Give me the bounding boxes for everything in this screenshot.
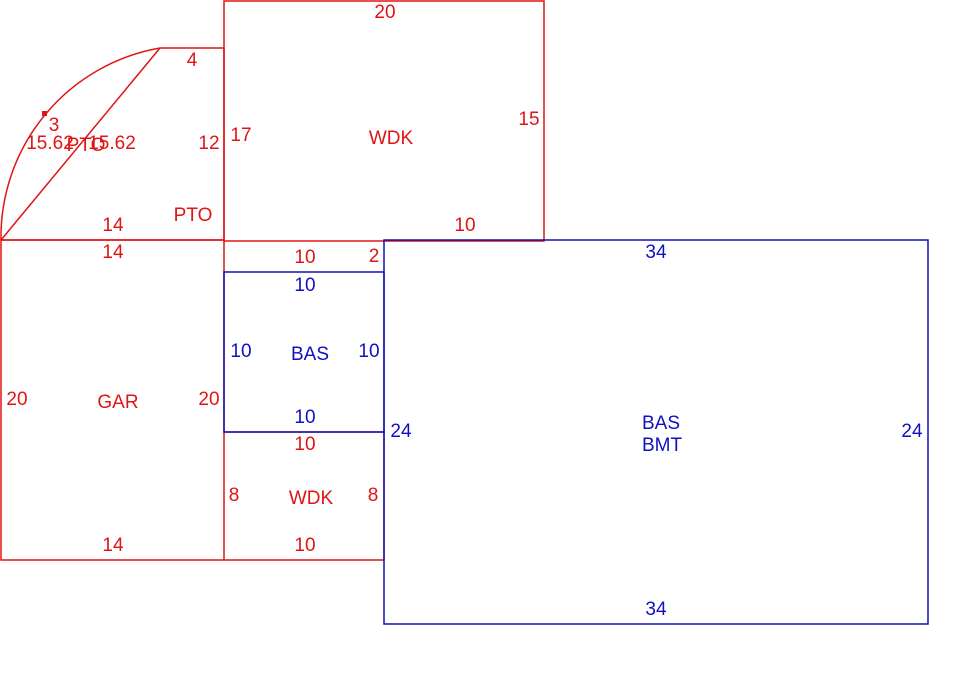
pto-arc-chord: [0, 47, 161, 241]
red-dimension-labels: 20 15 17 10 2 4 12 14 3 15.62 15.62 14 2…: [6, 2, 539, 556]
dim-gar-left: 20: [6, 389, 27, 410]
dim-wdk-bottom-left: 8: [229, 485, 240, 506]
dim-arc-b: 15.62: [26, 133, 74, 154]
dim-wdk-bottom-bottom: 10: [294, 535, 315, 556]
dim-wdk-top-right: 15: [518, 109, 539, 130]
bas-large-outline: [383, 239, 929, 625]
area-label-gar: GAR: [97, 392, 138, 413]
dim-bas-small-right: 10: [358, 341, 379, 362]
red-outlines: [0, 0, 545, 561]
dim-wdk-top-step: 2: [369, 246, 380, 267]
area-label-wdk-top: WDK: [369, 128, 414, 149]
arc-marker: [42, 111, 47, 116]
area-label-wdk-bottom: WDK: [289, 488, 334, 509]
dim-bas-large-left: 24: [390, 421, 412, 442]
dim-pto-bottom: 14: [102, 215, 124, 236]
dim-gar-top: 14: [102, 242, 124, 263]
dim-arc-a: 3: [49, 115, 60, 136]
dim-bas-large-bottom: 34: [645, 599, 667, 620]
wdk-top-outline: [223, 0, 545, 242]
dim-bas-small-left: 10: [230, 341, 251, 362]
area-label-bmt: BMT: [642, 435, 683, 456]
dim-arc-c: 15.62: [88, 133, 136, 154]
blue-outlines: [223, 239, 929, 625]
dim-wdk-top-bottom: 10: [454, 215, 475, 236]
dim-bas-small-top-red: 10: [294, 247, 315, 268]
dim-wdk-top-top: 20: [374, 2, 395, 23]
dim-bas-small-top: 10: [294, 275, 315, 296]
dim-bas-large-right: 24: [901, 421, 923, 442]
area-label-bas-large: BAS: [642, 413, 680, 434]
dim-pto-top: 4: [187, 50, 198, 71]
area-label-pto: PTO: [174, 205, 213, 226]
dim-bas-small-bottom: 10: [294, 407, 315, 428]
area-label-bas-small: BAS: [291, 344, 329, 365]
dim-bas-large-top: 34: [645, 242, 667, 263]
blue-dimension-labels: 10 10 10 10 34 24 24 34: [230, 242, 923, 620]
dim-wdk-bottom-top: 10: [294, 434, 315, 455]
dim-wdk-top-left: 17: [230, 125, 251, 146]
area-labels: WDK PTO PTO GAR BAS WDK BAS BMT: [67, 128, 683, 509]
area-label-pto-arc: PTO: [67, 135, 106, 156]
dim-pto-right: 12: [198, 133, 219, 154]
dim-gar-right: 20: [198, 389, 219, 410]
dim-gar-bottom: 14: [102, 535, 124, 556]
dim-wdk-bottom-right: 8: [368, 485, 379, 506]
